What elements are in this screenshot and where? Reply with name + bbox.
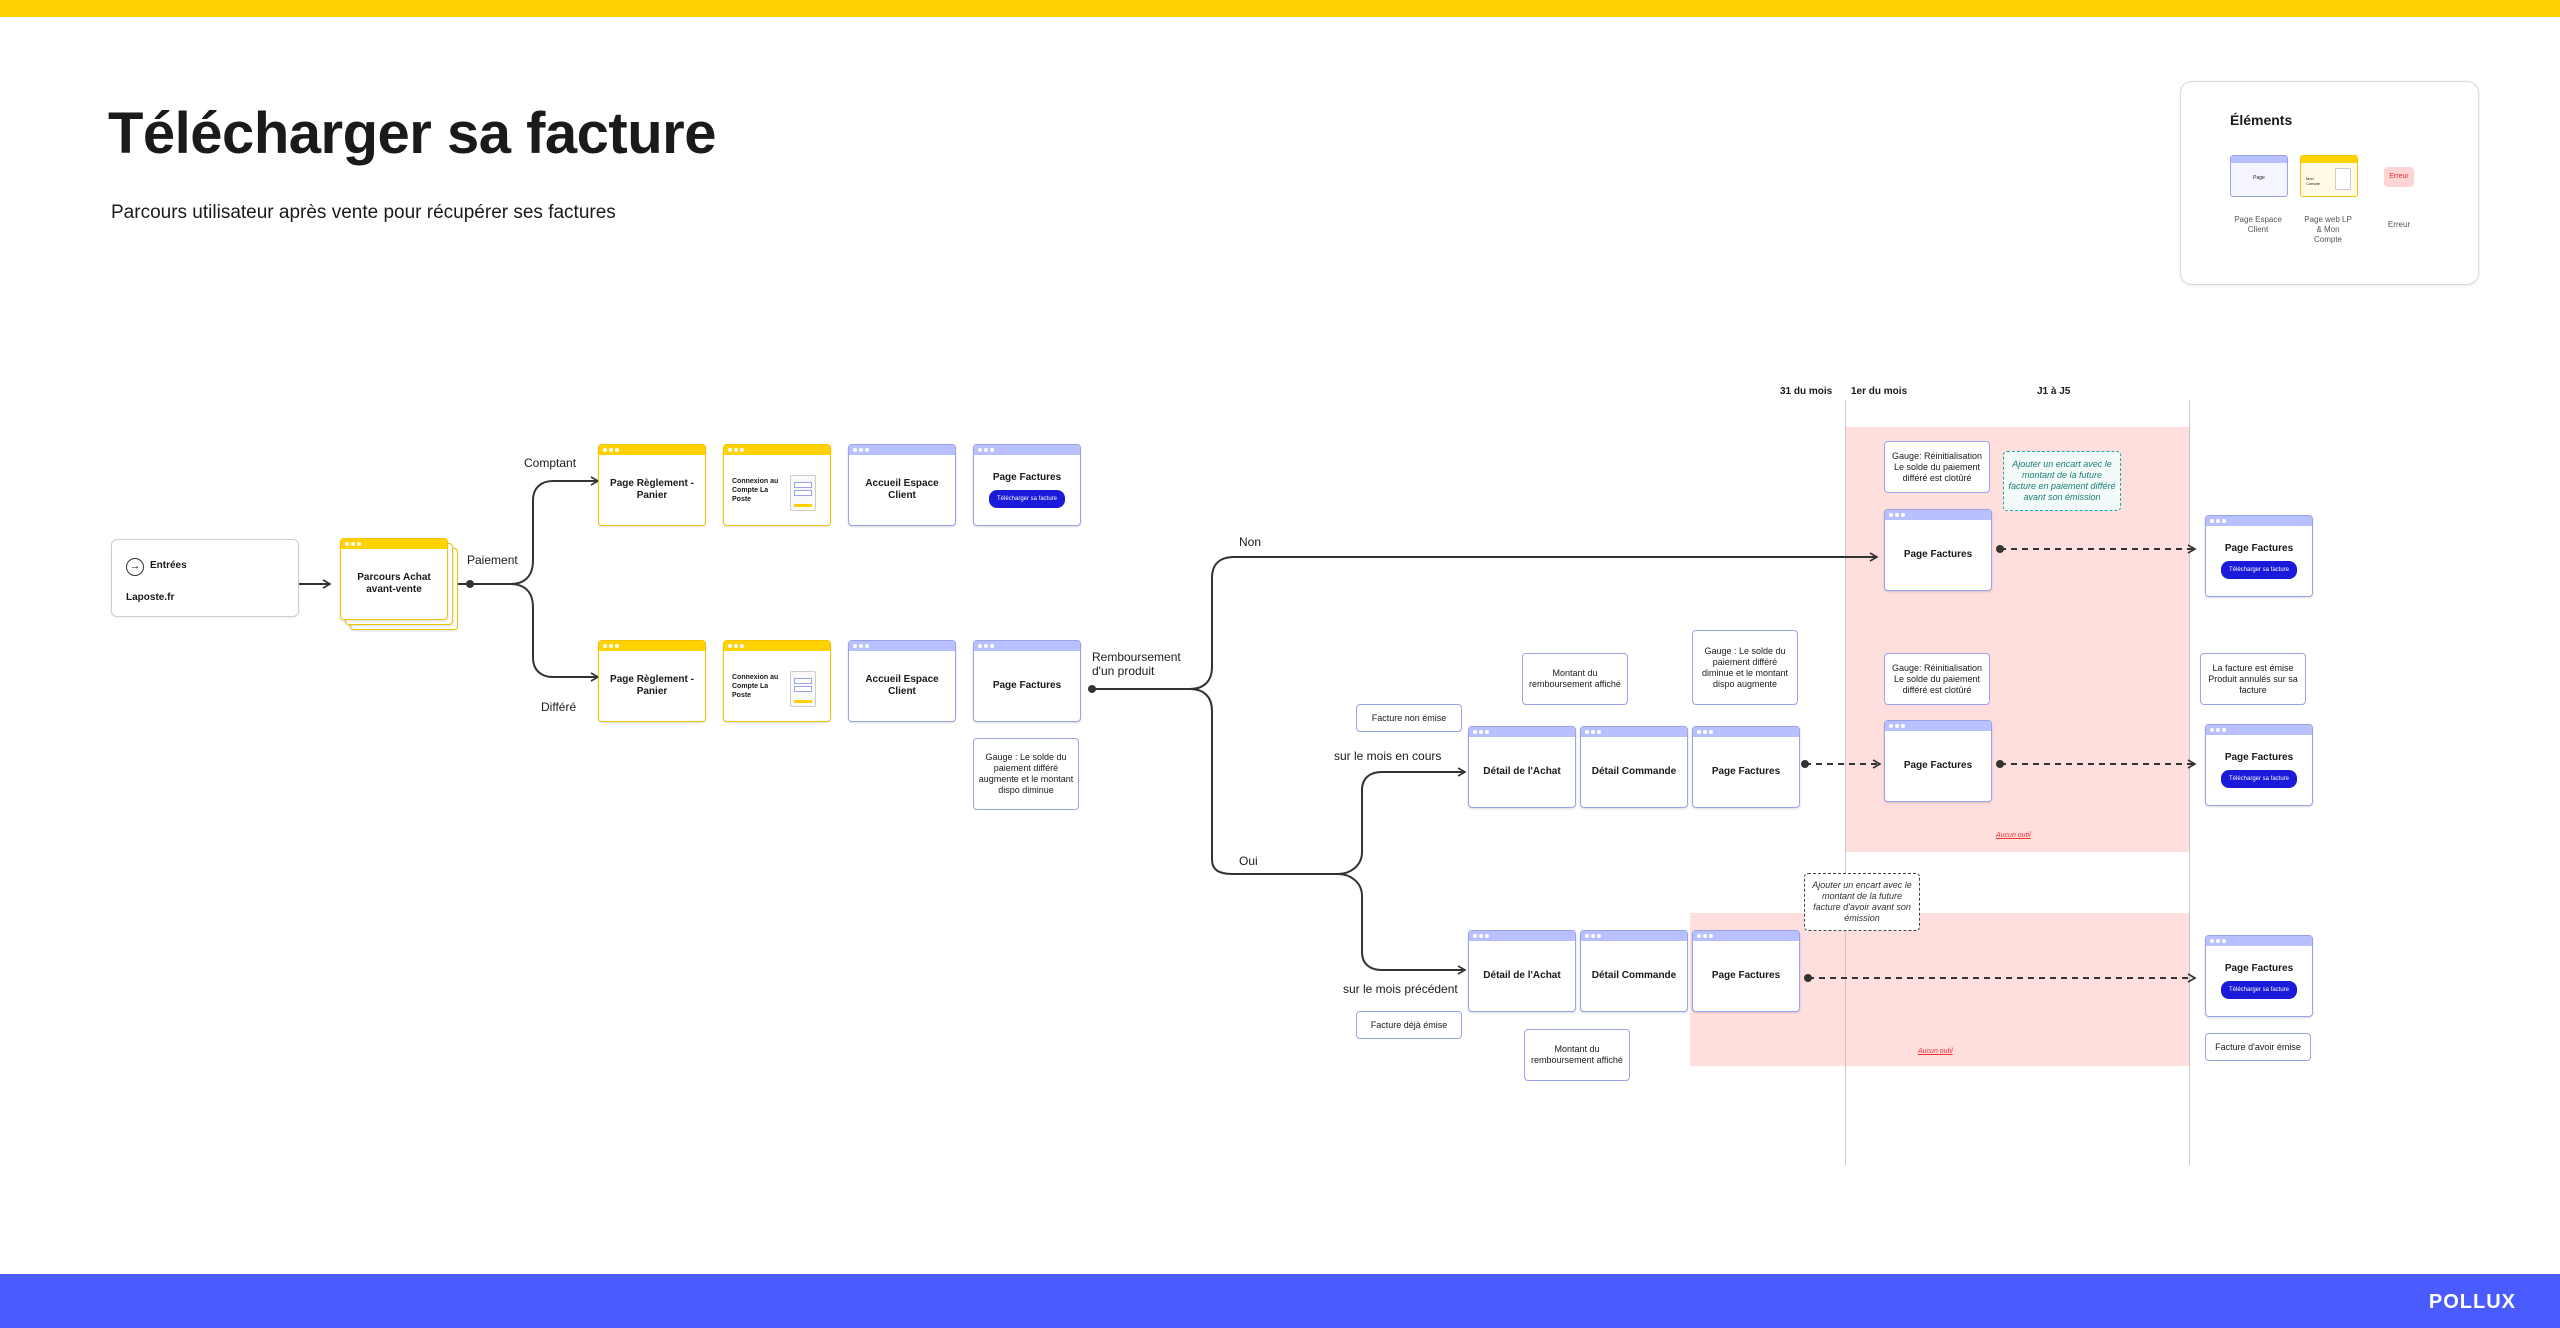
detail-commande-card[interactable]: Détail Commande — [1580, 930, 1688, 1012]
achat-card[interactable]: Parcours Achat avant-vente — [340, 538, 448, 620]
timeline-label: J1 à J5 — [2037, 386, 2071, 397]
entries-site: Laposte.fr — [126, 592, 175, 603]
branch-label-mois-en-cours: sur le mois en cours — [1334, 749, 1442, 763]
factures-card[interactable]: Page Factures — [1692, 930, 1800, 1012]
legend-thumb-label: Page — [2253, 175, 2265, 181]
detail-achat-label: Détail de l'Achat — [1483, 766, 1561, 777]
accueil-label: Accueil Espace Client — [865, 674, 939, 697]
legend-error-tag: Erreur — [2384, 167, 2414, 187]
download-invoice-button[interactable]: Télécharger sa facture — [2220, 981, 2298, 999]
note-facture-emise-annule: La facture est émise Produit annulés sur… — [2200, 653, 2306, 705]
connexion-card[interactable]: Connexion au Compte La Poste — [723, 444, 831, 526]
note-gauge-differe: Gauge : Le solde du paiement différé aug… — [973, 738, 1079, 810]
factures-label: Page Factures — [1903, 760, 1973, 771]
note-facture-avoir: Facture d'avoir émise — [2205, 1033, 2311, 1061]
note-montant-rembourse: Montant du remboursement affiché — [1522, 653, 1628, 705]
legend-thumb-form — [2335, 168, 2351, 190]
factures-label: Page Factures — [1711, 970, 1781, 981]
detail-commande-label: Détail Commande — [1591, 766, 1677, 777]
bottom-footer-bar — [0, 1274, 2560, 1328]
download-invoice-button[interactable]: Télécharger sa facture — [2220, 770, 2298, 788]
connexion-label: Connexion au Compte La Poste — [732, 478, 779, 503]
page-reglement-label: Page Règlement - Panier — [610, 674, 694, 697]
note-reinit: Gauge: Réinitialisation Le solde du paie… — [1884, 441, 1990, 493]
legend-caption: Erreur — [2387, 220, 2411, 229]
accueil-card[interactable]: Accueil Espace Client — [848, 444, 956, 526]
accueil-label: Accueil Espace Client — [865, 478, 939, 501]
factures-card[interactable]: Page Factures — [1692, 726, 1800, 808]
timeline-label: 31 du mois — [1780, 386, 1833, 397]
factures-label: Page Factures — [2224, 543, 2294, 554]
branch-label-comptant: Comptant — [524, 456, 577, 470]
factures-card[interactable]: Page Factures — [1884, 509, 1992, 591]
timeline-line — [2189, 400, 2190, 1165]
factures-label: Page Factures — [992, 680, 1062, 691]
legend-thumb-espace-client: Page — [2230, 155, 2288, 197]
branch-label-non: Non — [1239, 535, 1262, 549]
note-facture-non-emise: Facture non émise — [1356, 704, 1462, 732]
download-invoice-button[interactable]: Télécharger sa facture — [2220, 561, 2298, 579]
page-reglement-card[interactable]: Page Règlement - Panier — [598, 640, 706, 722]
login-arrow-icon: → — [126, 558, 144, 576]
note-facture-deja-emise: Facture déjà émise — [1356, 1011, 1462, 1039]
timeline-label: 1er du mois — [1851, 386, 1908, 397]
factures-card[interactable]: Page Factures — [1884, 720, 1992, 802]
factures-label: Page Factures — [1711, 766, 1781, 777]
detail-commande-label: Détail Commande — [1591, 970, 1677, 981]
entries-box: → Entrées Laposte.fr — [111, 539, 299, 617]
page-reglement-card[interactable]: Page Règlement - Panier — [598, 444, 706, 526]
factures-label: Page Factures — [2224, 963, 2294, 974]
factures-label: Page Factures — [992, 472, 1062, 483]
legend-title: Éléments — [2230, 112, 2293, 128]
download-invoice-button[interactable]: Télécharger sa facture — [988, 490, 1066, 508]
note-reinit: Gauge: Réinitialisation Le solde du paie… — [1884, 653, 1990, 705]
legend-caption: Page web LP & Mon Compte — [2304, 215, 2352, 244]
legend-caption: Page Espace Client — [2234, 215, 2282, 234]
legend-thumb-web: Mon Compte — [2300, 155, 2358, 197]
note-gauge-inverse: Gauge : Le solde du paiement différé dim… — [1692, 630, 1798, 705]
page-title: Télécharger sa facture — [108, 101, 716, 166]
page-subtitle: Parcours utilisateur après vente pour ré… — [111, 202, 616, 223]
accueil-card[interactable]: Accueil Espace Client — [848, 640, 956, 722]
timeline-line — [1845, 400, 1846, 1165]
detail-achat-card[interactable]: Détail de l'Achat — [1468, 930, 1576, 1012]
brand-logo: POLLUX — [2428, 1291, 2516, 1313]
factures-label: Page Factures — [1903, 549, 1973, 560]
note-encart-avoir: Ajouter un encart avec le montant de la … — [1804, 873, 1920, 931]
branch-label-oui: Oui — [1239, 854, 1258, 868]
aucun-outil-link[interactable]: Aucun outil — [1918, 1048, 1953, 1055]
top-accent-bar — [0, 0, 2560, 17]
branch-label-paiement: Paiement — [467, 553, 518, 567]
login-form-thumbnail — [790, 475, 816, 511]
branch-label-remboursement: Remboursement d'un produit — [1092, 650, 1181, 678]
detail-commande-card[interactable]: Détail Commande — [1580, 726, 1688, 808]
achat-card-label: Parcours Achat avant-vente — [357, 572, 431, 595]
aucun-outil-link[interactable]: Aucun outil — [1996, 832, 2031, 839]
note-montant-rembourse: Montant du remboursement affiché — [1524, 1029, 1630, 1081]
entries-label: Entrées — [150, 560, 187, 571]
page-reglement-label: Page Règlement - Panier — [610, 478, 694, 501]
connexion-label: Connexion au Compte La Poste — [732, 674, 779, 699]
detail-achat-card[interactable]: Détail de l'Achat — [1468, 726, 1576, 808]
factures-label: Page Factures — [2224, 752, 2294, 763]
branch-label-differe: Différé — [541, 700, 577, 714]
detail-achat-label: Détail de l'Achat — [1483, 970, 1561, 981]
legend-thumb-label: Mon Compte — [2306, 176, 2321, 186]
login-form-thumbnail — [790, 671, 816, 707]
note-encart-future: Ajouter un encart avec le montant de la … — [2003, 451, 2121, 511]
connexion-card[interactable]: Connexion au Compte La Poste — [723, 640, 831, 722]
factures-card[interactable]: Page Factures — [973, 640, 1081, 722]
branch-label-mois-precedent: sur le mois précédent — [1343, 982, 1458, 996]
